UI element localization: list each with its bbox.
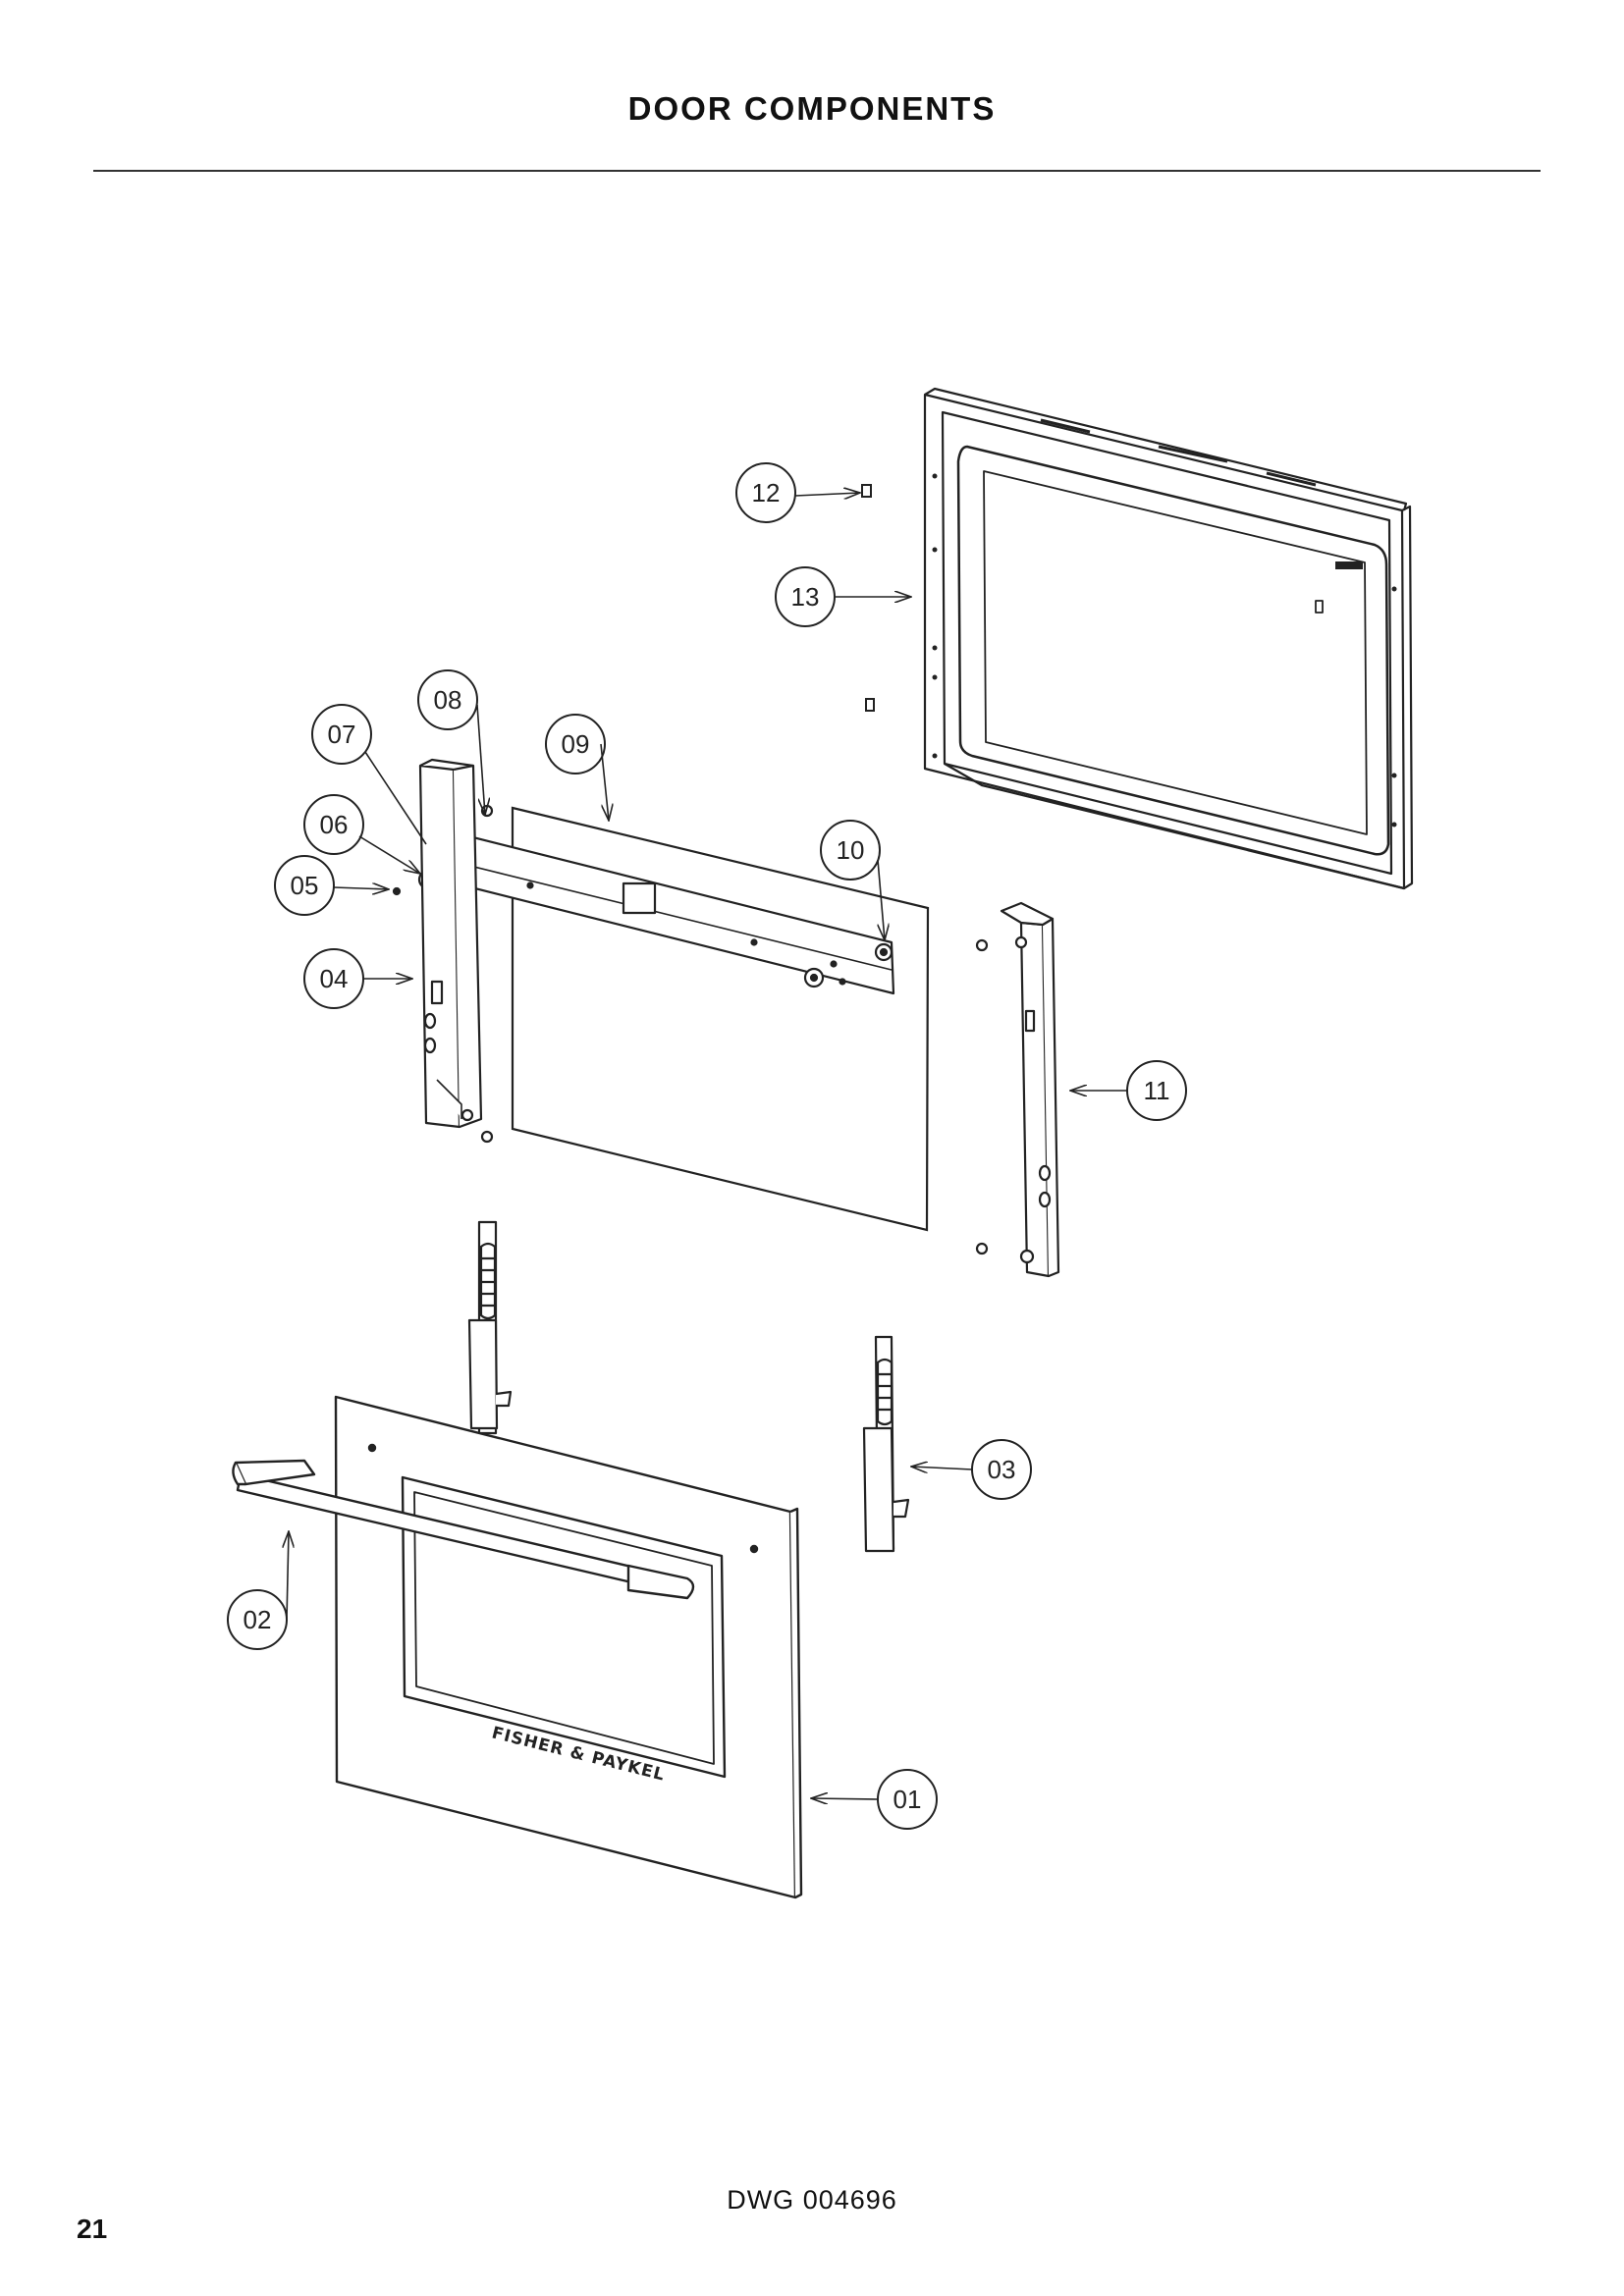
callout-13-label: 13: [791, 582, 820, 612]
callout-04-label: 04: [320, 964, 349, 993]
callout-10-label: 10: [837, 835, 865, 865]
left-side-bracket: [392, 758, 494, 1144]
page-title: DOOR COMPONENTS: [627, 90, 997, 127]
callout-02-label: 02: [244, 1605, 272, 1634]
callout-03: 03: [911, 1439, 1032, 1500]
callout-01: 01: [811, 1769, 938, 1830]
clip-part-12: [861, 484, 872, 498]
callout-06: 06: [303, 794, 420, 874]
callout-08: 08: [417, 669, 485, 815]
callout-07-label: 07: [328, 720, 356, 749]
right-hinge: [862, 1335, 910, 1553]
callout-03-label: 03: [988, 1455, 1016, 1484]
callout-13: 13: [775, 566, 911, 627]
callout-02: 02: [227, 1531, 289, 1650]
callout-04: 04: [303, 948, 412, 1009]
callout-09-label: 09: [562, 729, 590, 759]
drawing-number: DWG 004696: [727, 2185, 897, 2215]
callout-07: 07: [311, 704, 427, 845]
title-divider: [93, 170, 1541, 172]
callout-06-label: 06: [320, 810, 349, 839]
right-side-bracket: [975, 901, 1060, 1278]
callout-12-label: 12: [752, 478, 781, 507]
clip-part: [865, 698, 875, 712]
callout-05-label: 05: [291, 871, 319, 900]
callout-09: 09: [545, 714, 609, 821]
door-handle: [232, 1459, 695, 1600]
callout-layer: 12 13 08 07 09 06 10: [227, 462, 1187, 1830]
callout-11: 11: [1070, 1060, 1187, 1121]
callout-11-label: 11: [1144, 1076, 1170, 1105]
callout-05: 05: [274, 855, 389, 916]
callout-12: 12: [735, 462, 860, 523]
outer-door: [334, 1395, 803, 1899]
inner-door-frame: [923, 387, 1414, 890]
top-bracket: [417, 823, 895, 995]
callout-08-label: 08: [434, 685, 462, 715]
callout-01-label: 01: [893, 1785, 922, 1814]
callout-10: 10: [820, 820, 885, 940]
page-number: 21: [77, 2214, 108, 2244]
left-hinge: [467, 1220, 513, 1435]
